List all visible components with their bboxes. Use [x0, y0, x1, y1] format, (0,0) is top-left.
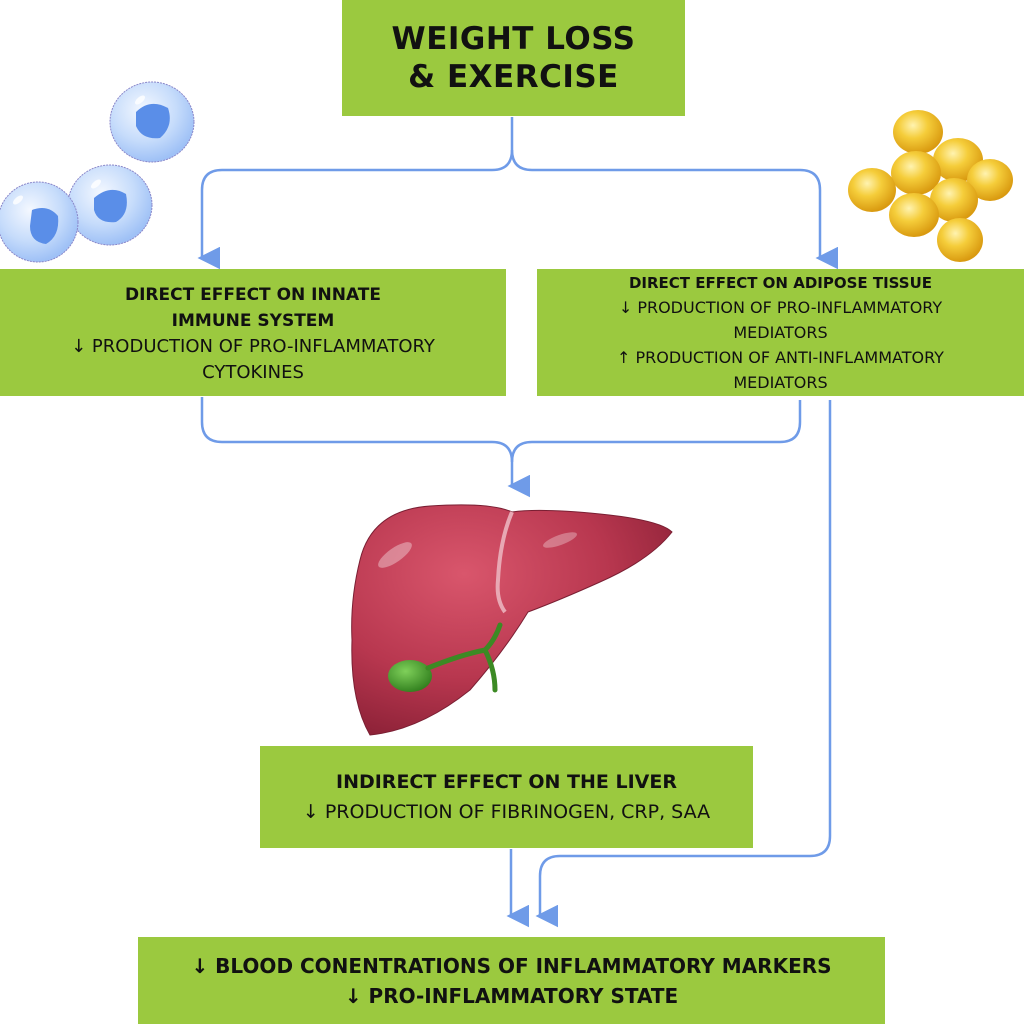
- arrow-immune-to-liver: [200, 397, 530, 498]
- liver-icon: [351, 504, 673, 736]
- arrow-title-to-adipose: [510, 149, 838, 270]
- immune-effect-box: DIRECT EFFECT ON INNATE IMMUNE SYSTEM ↓ …: [0, 269, 506, 396]
- liver-heading: INDIRECT EFFECT ON THE LIVER: [336, 771, 677, 793]
- outcome-line-1: ↓ BLOOD CONENTRATIONS OF INFLAMMATORY MA…: [191, 953, 832, 978]
- immune-body-line-1: ↓ PRODUCTION OF PRO-INFLAMMATORY: [71, 335, 435, 357]
- immune-heading-line-1: DIRECT EFFECT ON INNATE: [125, 284, 381, 305]
- title-line-2: & EXERCISE: [408, 59, 619, 95]
- arrow-title-to-immune: [197, 117, 514, 270]
- liver-effect-box: INDIRECT EFFECT ON THE LIVER ↓ PRODUCTIO…: [260, 746, 753, 848]
- title-box: WEIGHT LOSS & EXERCISE: [342, 0, 685, 116]
- title-line-1: WEIGHT LOSS: [391, 21, 636, 57]
- outcome-box: ↓ BLOOD CONENTRATIONS OF INFLAMMATORY MA…: [138, 937, 885, 1024]
- adipose-heading: DIRECT EFFECT ON ADIPOSE TISSUE: [628, 273, 933, 292]
- adipose-body-line-2: MEDIATORS: [733, 322, 828, 342]
- liver-body: ↓ PRODUCTION OF FIBRINOGEN, CRP, SAA: [302, 801, 711, 823]
- adipose-cells-icon: [848, 110, 1013, 262]
- immune-cells-icon: [0, 81, 195, 263]
- outcome-line-2: ↓ PRO-INFLAMMATORY STATE: [344, 983, 679, 1008]
- adipose-body-line-3: ↑ PRODUCTION OF ANTI-INFLAMMATORY: [617, 347, 944, 367]
- adipose-effect-box: DIRECT EFFECT ON ADIPOSE TISSUE ↓ PRODUC…: [537, 269, 1024, 396]
- arrow-adipose-to-liver: [510, 400, 802, 463]
- adipose-body-line-4: MEDIATORS: [733, 372, 828, 392]
- immune-heading-line-2: IMMUNE SYSTEM: [171, 310, 335, 331]
- immune-body-line-2: CYTOKINES: [202, 361, 304, 383]
- adipose-body-line-1: ↓ PRODUCTION OF PRO-INFLAMMATORY: [618, 297, 943, 317]
